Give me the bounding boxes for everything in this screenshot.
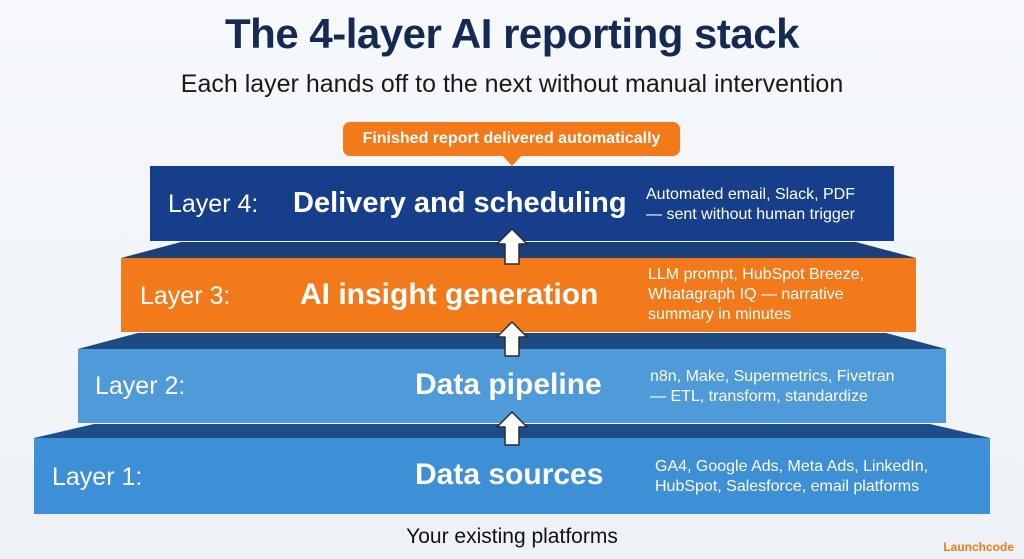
arrow-up-icon	[496, 411, 528, 446]
callout-badge: Finished report delivered automatically	[343, 122, 680, 156]
layer-3-description: LLM prompt, HubSpot Breeze, Whatagraph I…	[648, 266, 865, 323]
page-subtitle: Each layer hands off to the next without…	[180, 70, 844, 98]
layer-2-name: Layer 2:	[95, 372, 186, 400]
callout-pointer	[502, 155, 522, 166]
layer-4-description: Automated email, Slack, PDF — sent witho…	[646, 186, 855, 223]
brand-logo: Launchcode	[943, 540, 1014, 554]
layer-1-description: GA4, Google Ads, Meta Ads, LinkedIn, Hub…	[655, 458, 929, 495]
layer-4-name: Layer 4:	[168, 190, 259, 218]
layer-1-name: Layer 1:	[52, 463, 143, 491]
layer-3-name: Layer 3:	[140, 282, 231, 310]
layer-2-block	[78, 349, 946, 423]
layer-3-title: AI insight generation	[300, 278, 599, 311]
layer-1-title: Data sources	[415, 458, 604, 491]
arrow-up-icon	[496, 228, 528, 265]
layer-1-block	[34, 438, 990, 514]
footer-caption: Your existing platforms	[406, 525, 618, 548]
layer-4-block	[150, 166, 894, 241]
layer-2-description: n8n, Make, Supermetrics, Fivetran — ETL,…	[650, 368, 895, 405]
page-title: The 4-layer AI reporting stack	[225, 10, 799, 57]
arrow-up-icon	[496, 321, 528, 357]
layer-4-title: Delivery and scheduling	[293, 187, 627, 219]
layer-2-title: Data pipeline	[415, 368, 602, 401]
layer-3-block	[121, 258, 916, 332]
